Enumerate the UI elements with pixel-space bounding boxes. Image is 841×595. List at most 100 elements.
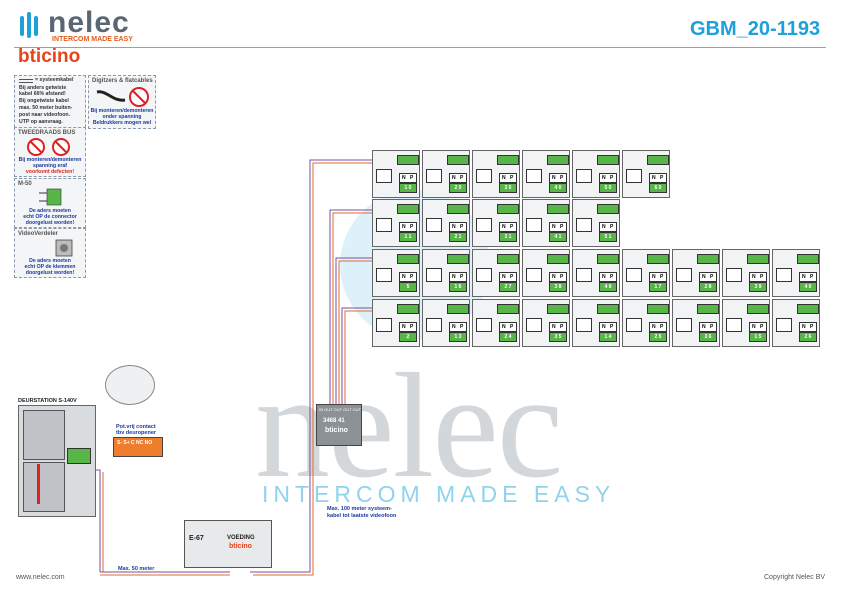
power-model: E-67 [189, 535, 204, 542]
video-distributor: IN OUT OUT OUT OUT 3468 41 bticino [316, 404, 362, 446]
videophone-screen-icon [726, 318, 742, 332]
videophone-screen-icon [476, 268, 492, 282]
terminal-n: N [452, 324, 456, 330]
videophone-screen-icon [476, 169, 492, 183]
videophone-address: 2 5 [649, 332, 667, 342]
videophone-unit: N P 2 7 [472, 249, 520, 297]
videophone-terminal: N P [799, 322, 817, 332]
door-station-module [23, 410, 65, 460]
videophone-screen-icon [576, 318, 592, 332]
videophone-connector [447, 304, 469, 314]
videophone-connector [797, 304, 819, 314]
videophone-screen-icon [626, 268, 642, 282]
note-bus-line3: voorkomt defecten! [25, 169, 75, 175]
terminal-n: N [552, 175, 556, 181]
videophone-screen-icon [726, 268, 742, 282]
note-cable-line6: post naar videofoon. [19, 112, 71, 118]
videophone-terminal: N P [549, 322, 567, 332]
videophone-screen-icon [526, 318, 542, 332]
note-cable-line3: kabel 66% afstand! [19, 91, 66, 97]
videophone-unit: N P 3 9 [722, 249, 770, 297]
videophone-terminal: N P [499, 222, 517, 232]
note-cable-line1: = systeemkabel [35, 77, 74, 83]
videophone-terminal: N P [449, 322, 467, 332]
videophone-unit: N P 4 9 [572, 249, 620, 297]
videophone-address: 1 1 [399, 232, 417, 242]
videophone-address: 3 0 [499, 183, 517, 193]
videophone-terminal: N P [699, 322, 717, 332]
videophone-terminal: N P [449, 173, 467, 183]
terminal-n: N [552, 324, 556, 330]
note-bus: TWEEDRAADS BUS Bij monteren/demonteren s… [14, 127, 86, 177]
videophone-screen-icon [426, 169, 442, 183]
videophone-unit: N P 6 0 [622, 150, 670, 198]
terminal-p: P [610, 224, 614, 230]
videophone-connector [747, 304, 769, 314]
videophone-terminal: N P [449, 272, 467, 282]
terminal-p: P [660, 274, 664, 280]
terminal-n: N [752, 274, 756, 280]
splitter-icon [55, 239, 73, 257]
videophone-screen-icon [376, 268, 392, 282]
door-station-cable [37, 464, 40, 504]
videophone-screen-icon [526, 218, 542, 232]
videophone-unit: N P 1 5 [722, 299, 770, 347]
cable-note-max50: Max. 50 meter [118, 566, 155, 572]
videophone-screen-icon [576, 218, 592, 232]
door-station-terminal [67, 448, 91, 464]
terminal-n: N [702, 274, 706, 280]
terminal-n: N [502, 175, 506, 181]
terminal-n: N [802, 274, 806, 280]
videophone-terminal: N P [749, 322, 767, 332]
videophone-connector [647, 254, 669, 264]
terminal-p: P [660, 175, 664, 181]
terminal-p: P [610, 175, 614, 181]
terminal-n: N [502, 224, 506, 230]
videophone-screen-icon [576, 169, 592, 183]
note-digitizers-line2: onder spanning [102, 114, 142, 120]
videophone-screen-icon [776, 318, 792, 332]
videophone-address: 1 5 [749, 332, 767, 342]
videophone-terminal: N P [499, 272, 517, 282]
note-digitizers-title: Digitzers & flatcables [92, 78, 153, 84]
terminal-n: N [602, 224, 606, 230]
videophone-address: 4 1 [549, 232, 567, 242]
terminal-n: N [702, 324, 706, 330]
videophone-address: 1 7 [649, 282, 667, 292]
terminal-p: P [410, 224, 414, 230]
videophone-connector [497, 204, 519, 214]
videophone-screen-icon [376, 169, 392, 183]
cable-note-max100-line1: Max. 100 meter systeem- [327, 506, 392, 512]
videophone-terminal: N P [399, 222, 417, 232]
note-digitizers-line1: Bij monteren/demonteren [90, 108, 154, 114]
terminal-n: N [802, 324, 806, 330]
videophone-connector [697, 254, 719, 264]
videophone-connector [597, 155, 619, 165]
watermark-tagline: INTERCOM MADE EASY [262, 481, 616, 507]
videophone-address: 4 0 [799, 282, 817, 292]
contact-relay: S- S+ C NC NO [113, 437, 163, 457]
videophone-address: 5 1 [599, 232, 617, 242]
videophone-address: 3 9 [749, 282, 767, 292]
videophone-terminal: N P [749, 272, 767, 282]
cable-note-max100-line2: kabel tot laatste videofoon [327, 513, 397, 519]
distributor-terminals: IN OUT OUT OUT OUT [319, 407, 362, 412]
terminal-p: P [710, 274, 714, 280]
videophone-address: 2 7 [499, 282, 517, 292]
connector-icon [39, 188, 62, 206]
videophone-terminal: N P [599, 222, 617, 232]
videophone-unit: N P 3 1 [472, 199, 520, 247]
terminal-n: N [402, 274, 406, 280]
videophone-screen-icon [526, 169, 542, 183]
note-cable-line5: max. 50 meter buiten- [19, 105, 73, 111]
terminal-n: N [602, 175, 606, 181]
videophone-address: 2 8 [699, 282, 717, 292]
note-splitter-title: VideoVerdeler [18, 231, 58, 237]
terminal-p: P [410, 175, 414, 181]
videophone-connector [797, 254, 819, 264]
videophone-screen-icon [676, 268, 692, 282]
terminal-p: P [510, 224, 514, 230]
videophone-terminal: N P [399, 173, 417, 183]
videophone-screen-icon [526, 268, 542, 282]
terminal-n: N [602, 324, 606, 330]
